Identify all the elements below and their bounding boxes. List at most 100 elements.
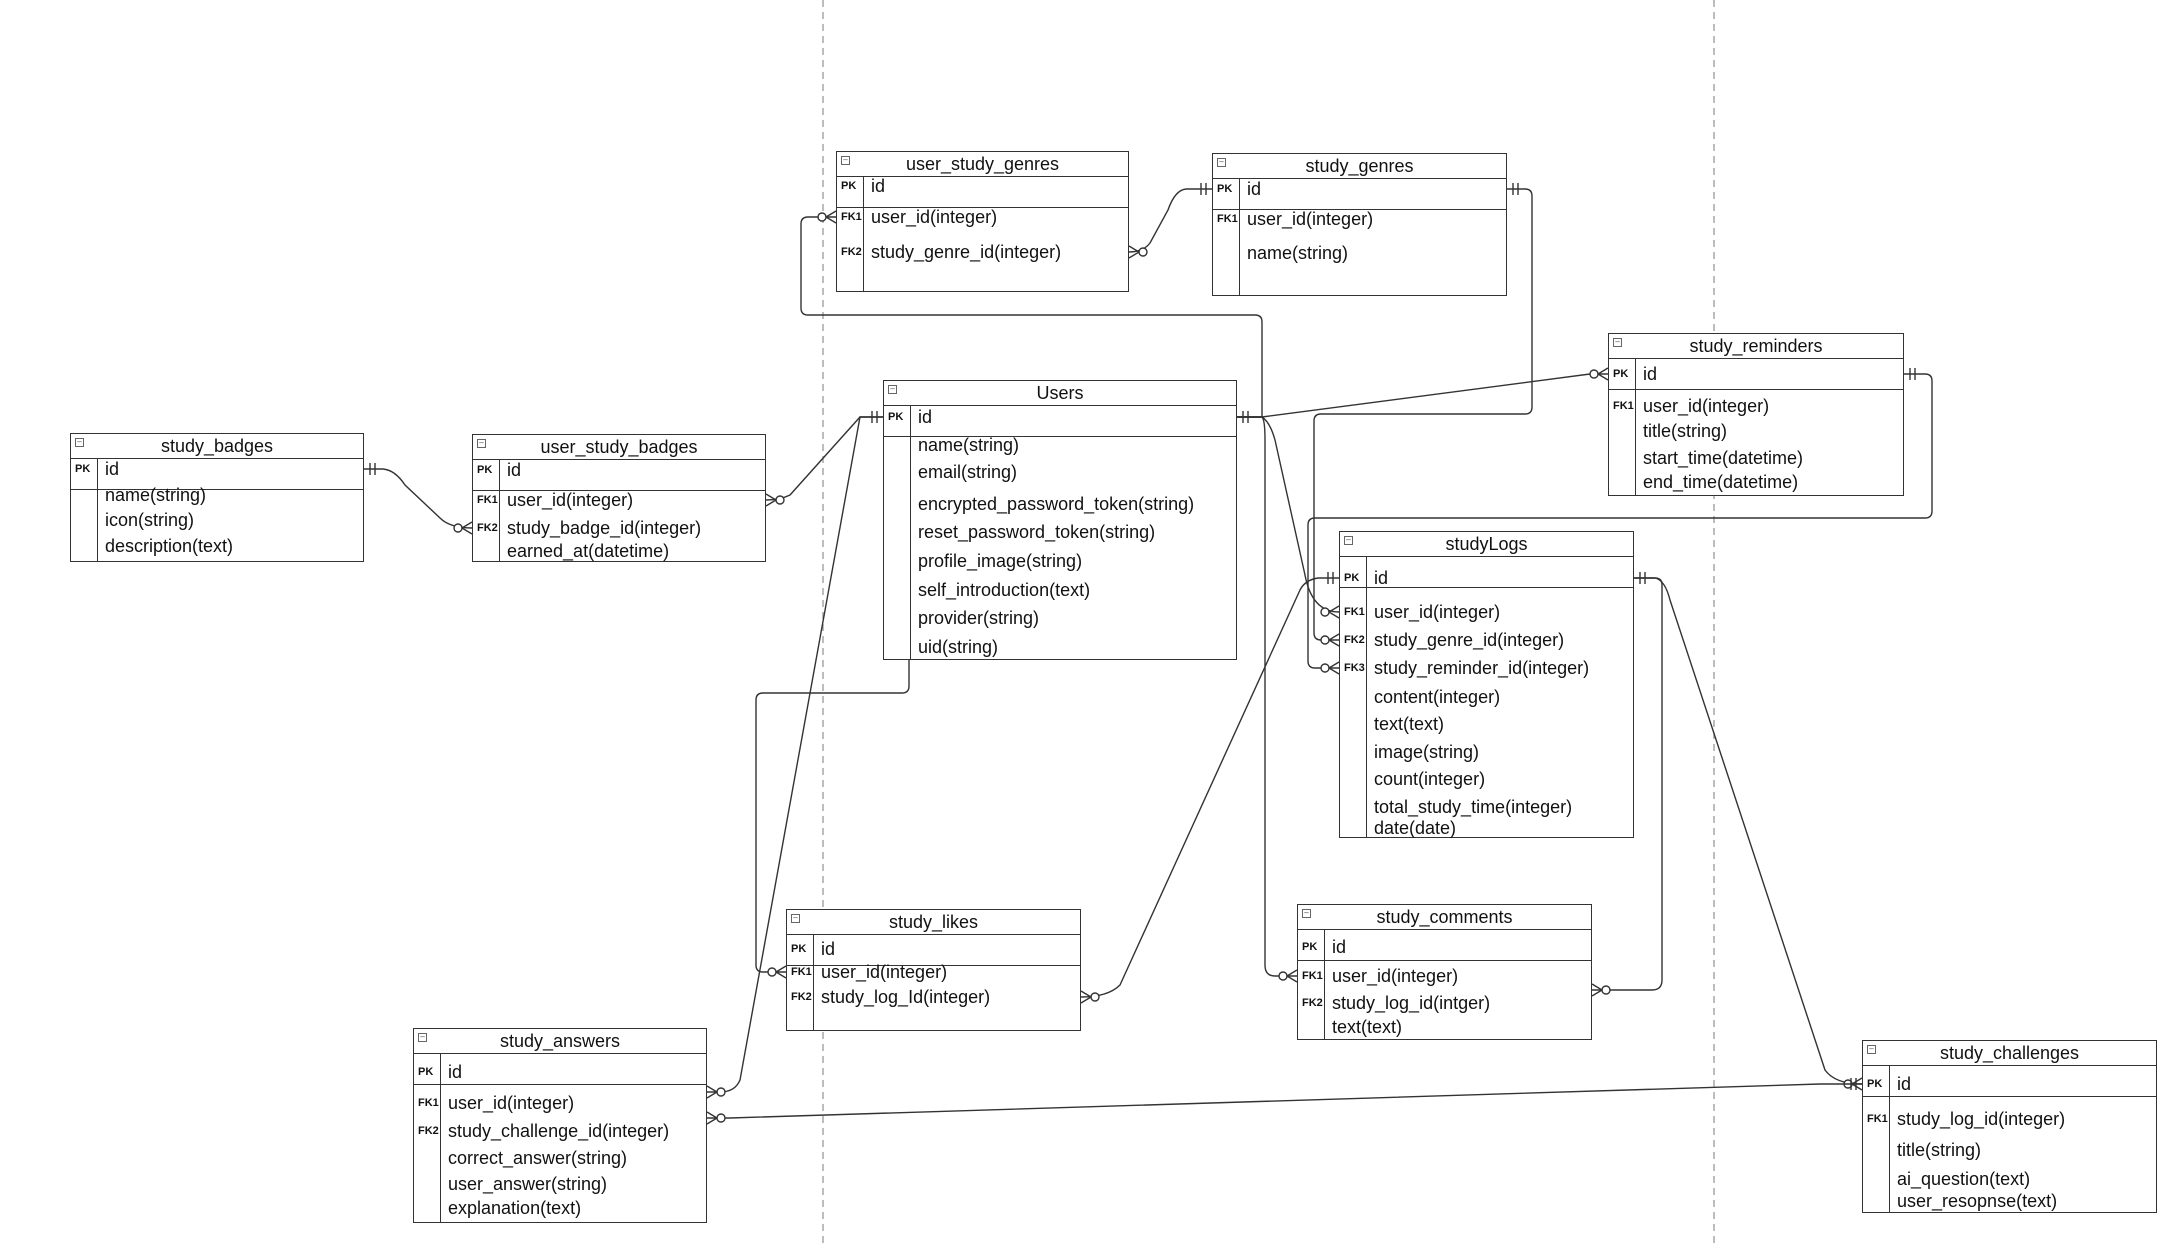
one-marker [1850, 1078, 1857, 1090]
optional-marker [716, 1087, 726, 1097]
field-name[interactable]: total_study_time(integer) [1374, 797, 1573, 817]
field-name[interactable]: description(text) [105, 536, 234, 556]
field-name[interactable]: study_challenge_id(integer) [448, 1121, 670, 1141]
key-tag: PK [1867, 1078, 1883, 1090]
primary-key-row [787, 935, 1080, 966]
field-name[interactable]: id [1374, 568, 1389, 588]
key-tag: PK [75, 463, 91, 475]
field-name[interactable]: id [1643, 364, 1658, 384]
field-name[interactable]: explanation(text) [448, 1198, 582, 1218]
collapse-icon[interactable]: – [418, 1033, 427, 1042]
field-name[interactable]: study_log_Id(integer) [821, 987, 991, 1007]
field-name[interactable]: id [1247, 179, 1262, 199]
field-name[interactable]: provider(string) [918, 608, 1040, 628]
field-name[interactable]: image(string) [1374, 742, 1480, 762]
field-name[interactable]: id [507, 460, 522, 480]
field-name[interactable]: email(string) [918, 462, 1018, 482]
field-name[interactable]: start_time(datetime) [1643, 448, 1804, 468]
field-name[interactable]: study_log_id(intger) [1332, 993, 1491, 1013]
field-name[interactable]: id [871, 176, 886, 196]
collapse-icon[interactable]: – [1344, 536, 1353, 545]
field-name[interactable]: icon(string) [105, 510, 195, 530]
relationship-lines [364, 183, 1933, 1125]
field-name[interactable]: profile_image(string) [918, 551, 1083, 571]
field-name[interactable]: id [918, 407, 933, 427]
collapse-icon[interactable]: – [477, 439, 486, 448]
field-name[interactable]: id [1897, 1074, 1912, 1094]
collapse-icon[interactable]: – [791, 914, 800, 923]
key-column [71, 458, 98, 561]
field-name[interactable]: encrypted_password_token(string) [918, 494, 1195, 514]
field-name[interactable]: user_id(integer) [871, 207, 998, 227]
key-tag: FK1 [1344, 606, 1365, 618]
collapse-icon[interactable]: – [1217, 158, 1226, 167]
field-name[interactable]: user_id(integer) [1332, 966, 1459, 986]
entity-name: study_challenges [1939, 1043, 2080, 1063]
one-marker [1327, 572, 1334, 584]
field-name[interactable]: study_log_id(integer) [1897, 1109, 2066, 1129]
field-name[interactable]: count(integer) [1374, 769, 1486, 789]
field-name[interactable]: study_reminder_id(integer) [1374, 658, 1590, 678]
optional-marker [1278, 971, 1288, 981]
field-name[interactable]: content(integer) [1374, 687, 1501, 707]
field-name[interactable]: user_id(integer) [1374, 602, 1501, 622]
field-name[interactable]: title(string) [1643, 421, 1728, 441]
field-name[interactable]: study_genre_id(integer) [1374, 630, 1565, 650]
field-name[interactable]: name(string) [105, 485, 207, 505]
field-name[interactable]: self_introduction(text) [918, 580, 1091, 600]
collapse-icon[interactable]: – [1867, 1045, 1876, 1054]
relationship-line [707, 1083, 1862, 1119]
key-tag: FK1 [791, 966, 812, 978]
field-name[interactable]: title(string) [1897, 1140, 1982, 1160]
field-name[interactable]: user_resopnse(text) [1897, 1191, 2058, 1211]
field-name[interactable]: text(text) [1332, 1017, 1403, 1037]
field-name[interactable]: user_id(integer) [448, 1093, 575, 1113]
field-name[interactable]: user_answer(string) [448, 1174, 608, 1194]
field-name[interactable]: id [448, 1062, 463, 1082]
collapse-icon[interactable]: – [1613, 338, 1622, 347]
relationship-line [1307, 373, 1933, 669]
field-name[interactable]: end_time(datetime) [1643, 472, 1799, 492]
field-name[interactable]: ai_question(text) [1897, 1169, 2031, 1189]
field-name[interactable]: text(text) [1374, 714, 1445, 734]
key-tag: PK [1217, 183, 1233, 195]
field-name[interactable]: user_id(integer) [821, 962, 948, 982]
collapse-icon[interactable]: – [1302, 909, 1311, 918]
entity-title: –study_comments [1298, 905, 1591, 930]
field-name[interactable]: id [1332, 937, 1347, 957]
field-name[interactable]: correct_answer(string) [448, 1148, 628, 1168]
primary-key-row [1213, 179, 1506, 210]
collapse-icon[interactable]: – [841, 156, 850, 165]
field-name[interactable]: name(string) [1247, 243, 1349, 263]
field-name[interactable]: name(string) [918, 435, 1020, 455]
field-name[interactable]: id [105, 459, 120, 479]
key-tag: PK [418, 1066, 434, 1078]
field-name[interactable]: user_id(integer) [1247, 209, 1374, 229]
collapse-icon[interactable]: – [75, 438, 84, 447]
field-name[interactable]: user_id(integer) [1643, 396, 1770, 416]
field-name[interactable]: date(date) [1374, 818, 1457, 838]
field-name[interactable]: study_genre_id(integer) [871, 242, 1062, 262]
key-tag: FK1 [1302, 970, 1323, 982]
relationship-line [1237, 373, 1608, 418]
key-tag: FK2 [841, 246, 862, 258]
field-name[interactable]: study_badge_id(integer) [507, 518, 702, 538]
relationship-line [1237, 416, 1297, 977]
field-name[interactable]: uid(string) [918, 637, 999, 657]
field-name[interactable]: earned_at(datetime) [507, 541, 670, 561]
field-name[interactable]: id [821, 939, 836, 959]
field-name[interactable]: reset_password_token(string) [918, 522, 1156, 542]
field-name[interactable]: user_id(integer) [507, 490, 634, 510]
collapse-icon[interactable]: – [888, 385, 897, 394]
